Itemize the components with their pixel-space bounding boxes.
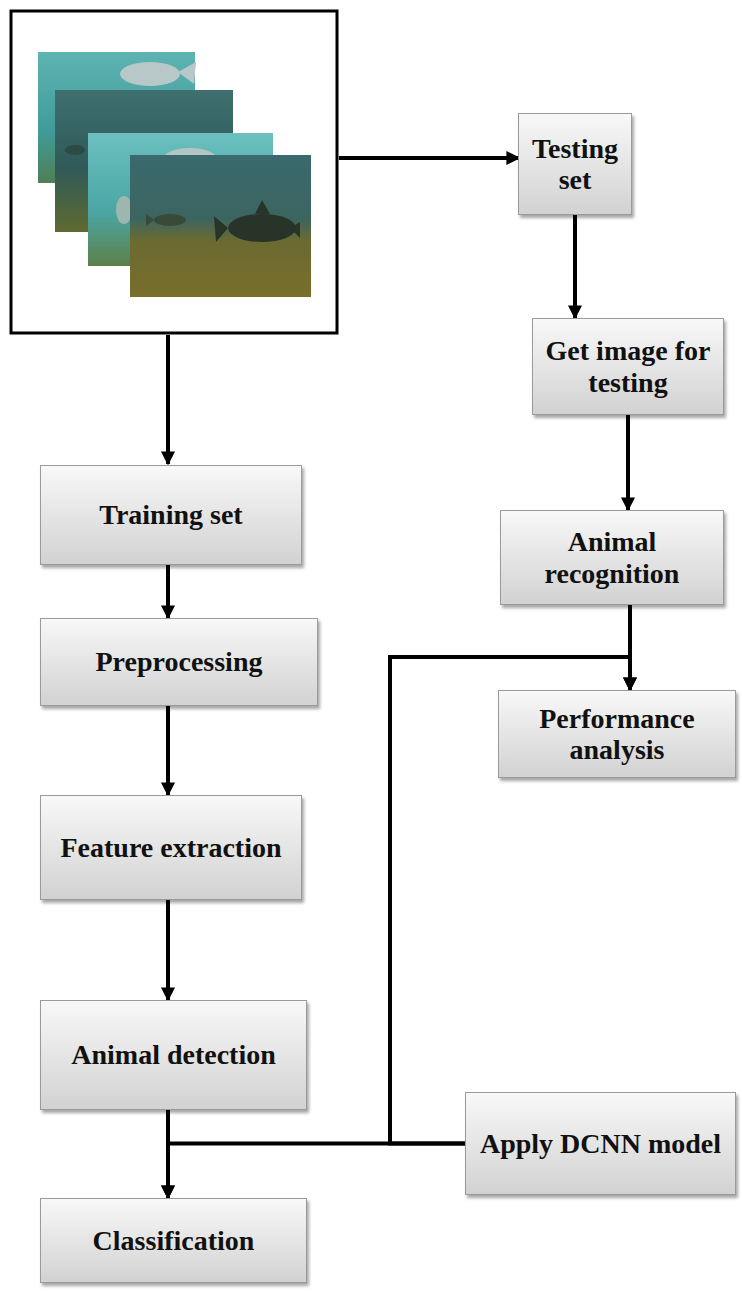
process-box: Preprocessing (40, 618, 318, 706)
box-label: Testing set (529, 133, 621, 196)
box-label: Classification (93, 1225, 255, 1256)
flow-arrow (168, 1144, 465, 1199)
arrow-line (339, 156, 519, 160)
image-frame (11, 11, 337, 333)
process-box: Classification (40, 1198, 307, 1283)
flow-arrow (573, 215, 577, 318)
process-box: Animal detection (40, 1000, 307, 1110)
box-label: Performance analysis (509, 703, 725, 766)
flow-arrow (166, 565, 170, 618)
testing-box: Testing set (518, 113, 632, 215)
model-box: Apply DCNN model (465, 1092, 736, 1195)
box-label: Animal recognition (511, 526, 713, 589)
box-label: Get image for testing (543, 335, 713, 398)
training-box: Training set (40, 465, 302, 565)
flow-arrow (166, 706, 170, 795)
process-box: Performance analysis (498, 690, 736, 778)
process-box: Animal recognition (500, 510, 724, 605)
process-box: Get image for testing (532, 318, 724, 415)
process-box: Feature extraction (40, 795, 302, 900)
box-label: Training set (99, 499, 242, 530)
flow-arrow (626, 415, 630, 510)
box-label: Preprocessing (96, 646, 263, 677)
box-label: Apply DCNN model (480, 1128, 721, 1159)
arrow-line (166, 335, 170, 464)
box-label: Animal detection (71, 1039, 276, 1070)
box-label: Feature extraction (60, 832, 281, 863)
photo-stack (38, 52, 311, 297)
flow-arrow (166, 900, 170, 1000)
